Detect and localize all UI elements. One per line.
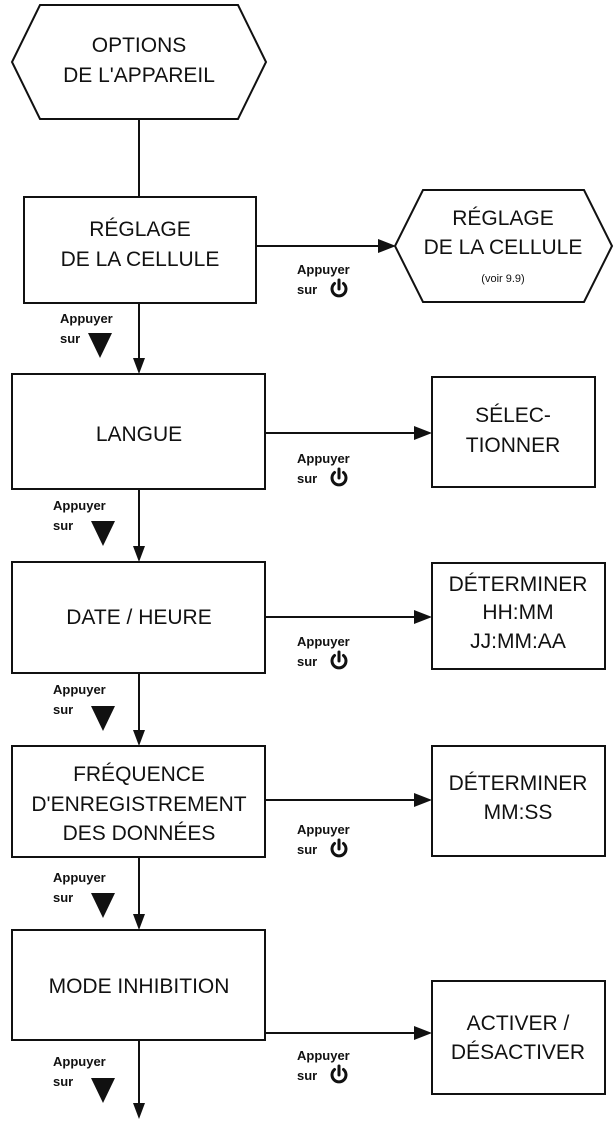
down-triangle-icon (91, 893, 115, 918)
datetime-result-line2: HH:MM (482, 601, 553, 624)
logging-line2: D'ENREGISTREMENT (31, 793, 246, 816)
down-triangle-icon (88, 333, 112, 358)
arrowhead-right (414, 1026, 432, 1040)
press-label-inhibit-2: sur (297, 1068, 317, 1083)
press-label-datetime-2: sur (297, 654, 317, 669)
language-result-line2: TIONNER (466, 434, 561, 457)
press-label-down-4: Appuyer (53, 870, 106, 885)
press-label-down-4b: sur (53, 890, 73, 905)
press-label-datetime-1: Appuyer (297, 634, 350, 649)
press-label-down-1: Appuyer (60, 311, 113, 326)
logging-line1: FRÉQUENCE (73, 763, 205, 786)
press-label-down-1b: sur (60, 331, 80, 346)
datetime-result-box (431, 562, 606, 670)
cell-setup-line2: DE LA CELLULE (61, 248, 220, 271)
press-label-down-2: Appuyer (53, 498, 106, 513)
datetime-result-line1: DÉTERMINER (449, 573, 588, 596)
arrowhead-right (378, 239, 396, 253)
logging-result-line1: DÉTERMINER (449, 772, 588, 795)
power-icon (330, 650, 348, 670)
datetime-result-line3: JJ:MM:AA (470, 630, 566, 653)
press-label-cell-2: sur (297, 282, 317, 297)
inhibit-result-line1: ACTIVER / (467, 1012, 570, 1035)
power-icon (330, 838, 348, 858)
press-label-logging-1: Appuyer (297, 822, 350, 837)
cell-result-hexagon (393, 189, 614, 303)
press-label-logging-2: sur (297, 842, 317, 857)
arrowhead-down (133, 730, 145, 746)
language-box (11, 373, 266, 490)
cell-result-line1: RÉGLAGE (452, 207, 554, 230)
datetime-label: DATE / HEURE (66, 606, 211, 629)
arrowhead-right (414, 610, 432, 624)
down-triangle-icon (91, 521, 115, 546)
arrowhead-down (133, 546, 145, 562)
language-result-line1: SÉLEC- (475, 404, 551, 427)
arrowhead-down (133, 358, 145, 374)
press-label-down-3b: sur (53, 702, 73, 717)
press-label-down-2b: sur (53, 518, 73, 533)
cell-result-note: (voir 9.9) (481, 273, 524, 285)
press-label-down-5b: sur (53, 1074, 73, 1089)
arrowhead-down (133, 914, 145, 930)
language-label: LANGUE (96, 423, 182, 446)
press-label-down-3: Appuyer (53, 682, 106, 697)
logging-box (11, 745, 266, 858)
down-triangle-icon (91, 1078, 115, 1103)
power-icon (330, 278, 348, 298)
press-label-language-1: Appuyer (297, 451, 350, 466)
press-label-cell-1: Appuyer (297, 262, 350, 277)
press-label-inhibit-1: Appuyer (297, 1048, 350, 1063)
power-icon (330, 467, 348, 487)
start-title-line2: DE L'APPAREIL (63, 64, 215, 87)
press-label-down-5: Appuyer (53, 1054, 106, 1069)
language-result-box (431, 376, 596, 488)
inhibit-label: MODE INHIBITION (49, 975, 230, 998)
inhibit-result-box (431, 980, 606, 1095)
down-triangle-icon (91, 706, 115, 731)
start-title-line1: OPTIONS (92, 34, 187, 57)
inhibit-result-line2: DÉSACTIVER (451, 1041, 585, 1064)
logging-result-line2: MM:SS (484, 801, 553, 824)
start-hexagon (10, 4, 268, 120)
press-label-language-2: sur (297, 471, 317, 486)
arrowhead-down (133, 1103, 145, 1119)
power-icon (330, 1064, 348, 1084)
logging-line3: DES DONNÉES (63, 822, 216, 845)
cell-setup-line1: RÉGLAGE (89, 218, 191, 241)
arrowhead-right (414, 426, 432, 440)
arrowhead-right (414, 793, 432, 807)
cell-result-line2: DE LA CELLULE (424, 236, 583, 259)
logging-result-box (431, 745, 606, 857)
